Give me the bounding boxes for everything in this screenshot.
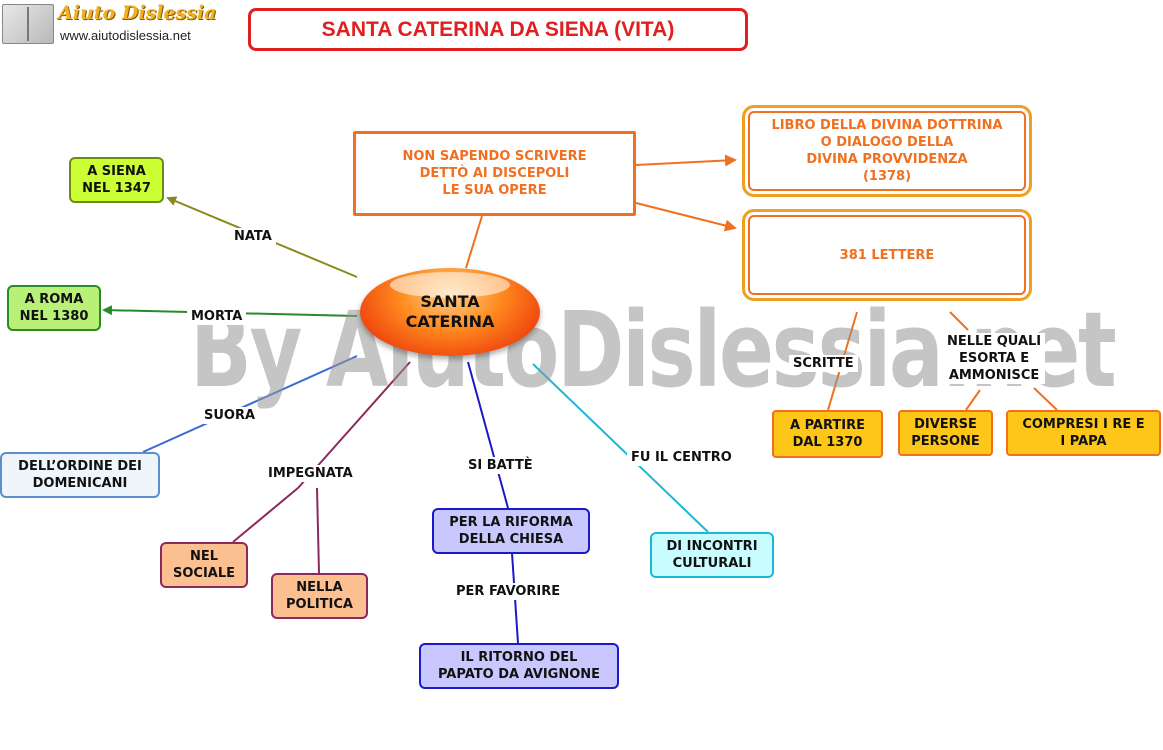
label-fu-il-centro: FU IL CENTRO (627, 449, 736, 466)
node-lettere: 381 LETTERE (742, 209, 1032, 301)
node-partire: A PARTIRE DAL 1370 (772, 410, 883, 458)
label-nelle-quali: NELLE QUALI ESORTA E AMMONISCE (943, 333, 1046, 384)
line-nelle-quali (949, 311, 969, 331)
node-diverse: DIVERSE PERSONE (898, 410, 993, 456)
label-per-favorire: PER FAVORIRE (452, 583, 565, 600)
node-libro: LIBRO DELLA DIVINA DOTTRINA O DIALOGO DE… (742, 105, 1032, 197)
center-label: SANTA CATERINA (405, 292, 495, 331)
label-morta: MORTA (187, 308, 247, 325)
page-title: SANTA CATERINA DA SIENA (VITA) (248, 8, 748, 51)
line-compresi (1033, 387, 1058, 411)
line-non-sapendo (465, 215, 483, 269)
logo-name: Aiuto Dislessia (58, 2, 217, 24)
label-scritte: SCRITTE (789, 355, 858, 372)
logo-url: www.aiutodislessia.net (60, 28, 191, 43)
line-suora (142, 355, 358, 453)
line-to-libro (635, 154, 737, 167)
node-incontri: DI INCONTRI CULTURALI (650, 532, 774, 578)
node-politica: NELLA POLITICA (271, 573, 368, 619)
label-impegnata: IMPEGNATA (264, 465, 357, 482)
site-logo: Aiuto Dislessia www.aiutodislessia.net (2, 2, 216, 46)
book-icon (2, 4, 54, 44)
line-to-lettere (635, 202, 737, 232)
node-riforma: PER LA RIFORMA DELLA CHIESA (432, 508, 590, 554)
node-non-sapendo: NON SAPENDO SCRIVERE DETTÒ AI DISCEPOLI … (353, 131, 636, 216)
node-ritorno: IL RITORNO DEL PAPATO DA AVIGNONE (419, 643, 619, 689)
line-si-batte (467, 361, 509, 509)
center-node-santa-caterina: SANTA CATERINA (360, 268, 540, 356)
line-sociale (232, 487, 299, 543)
node-domenicani: DELL’ORDINE DEI DOMENICANI (0, 452, 160, 498)
line-politica (316, 487, 320, 574)
node-sociale: NEL SOCIALE (160, 542, 248, 588)
line-diverse (965, 389, 981, 411)
label-suora: SUORA (200, 407, 260, 424)
node-roma: A ROMA NEL 1380 (7, 285, 101, 331)
node-compresi: COMPRESI I RE E I PAPA (1006, 410, 1161, 456)
label-nata: NATA (230, 228, 276, 245)
label-si-batte: SI BATTÈ (464, 457, 537, 474)
node-siena: A SIENA NEL 1347 (69, 157, 164, 203)
line-fu-il-centro (532, 363, 709, 533)
